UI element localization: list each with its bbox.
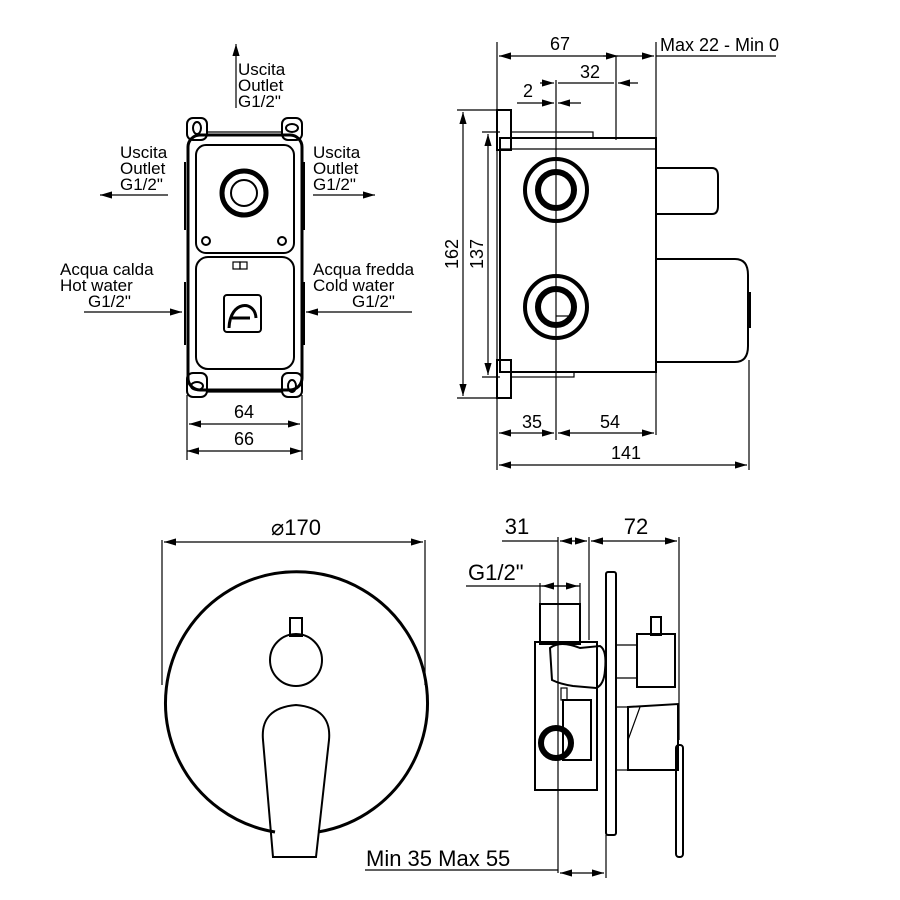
body-outline — [186, 133, 304, 392]
cartridge-housing — [656, 258, 749, 363]
hot-water-label-2: Hot water — [60, 276, 133, 295]
cold-water-label-1: Acqua fredda — [313, 260, 415, 279]
diverter-cartridge — [548, 643, 607, 690]
outlet-fitting — [539, 603, 581, 645]
side-view: 67 Max 22 - Min 0 32 2 16 — [442, 34, 779, 470]
dim-66: 66 — [234, 429, 254, 449]
valve-body-side — [499, 137, 657, 373]
mount-slot — [287, 379, 297, 393]
cover-plate-profile — [605, 571, 617, 836]
dim-thread-g12: G1/2" — [468, 560, 524, 585]
screw-hole — [277, 236, 287, 246]
dim-54: 54 — [600, 412, 620, 432]
dim-35: 35 — [522, 412, 542, 432]
dim-67: 67 — [550, 34, 570, 54]
dim-31: 31 — [505, 514, 529, 539]
mount-ear — [186, 117, 208, 141]
mount-slot — [285, 123, 299, 133]
dim-72: 72 — [624, 514, 648, 539]
hot-water-label-1: Acqua calda — [60, 260, 154, 279]
dim-141: 141 — [611, 443, 641, 463]
cold-water-label-2: Cold water — [313, 276, 395, 295]
plate-view: ⌀170 — [161, 515, 429, 858]
diverter-knob-profile — [636, 633, 676, 688]
dim-162: 162 — [442, 239, 462, 269]
right-outlet-label-3: G1/2" — [313, 175, 356, 194]
hot-water-label-3: G1/2" — [88, 292, 131, 311]
cover-plate — [164, 570, 429, 834]
mount-ear — [281, 372, 303, 398]
upper-panel — [195, 144, 295, 254]
outlet-port-inner — [230, 179, 258, 207]
outlet-port-outer — [219, 168, 269, 218]
mount-slot — [190, 381, 204, 391]
diverter-knob — [269, 633, 323, 687]
lower-panel — [195, 256, 295, 370]
right-outlet-label-1: Uscita — [313, 143, 361, 162]
mount-ear — [186, 372, 208, 398]
bracket-top — [496, 109, 512, 151]
screw-hole — [201, 236, 211, 246]
top-outlet-label-3: G1/2" — [238, 92, 281, 111]
brand-logo-box — [223, 294, 262, 333]
left-outlet-label-3: G1/2" — [120, 175, 163, 194]
lever-handle-profile — [675, 744, 684, 858]
top-outlet-label-2: Outlet — [238, 76, 284, 95]
dim-2: 2 — [523, 81, 533, 101]
dim-max-min-range: Max 22 - Min 0 — [660, 35, 779, 55]
dim-137: 137 — [467, 239, 487, 269]
inlet-port-side — [523, 274, 589, 340]
diverter-spindle — [656, 167, 719, 215]
profile-view: 31 72 G1/2" Min 35 Max 55 — [365, 514, 684, 878]
outlet-port-side — [523, 157, 589, 223]
inlet-port-profile — [538, 725, 574, 761]
dim-32: 32 — [580, 62, 600, 82]
right-outlet-label-2: Outlet — [313, 159, 359, 178]
left-outlet-label-2: Outlet — [120, 159, 166, 178]
dim-depth-range: Min 35 Max 55 — [366, 846, 510, 871]
valve-body-profile — [534, 641, 598, 791]
valve-body-front — [184, 117, 305, 398]
diverter-tab — [289, 617, 303, 637]
front-view: Uscita Outlet G1/2" Uscita Outlet G1/2" … — [60, 44, 415, 460]
cold-water-label-3: G1/2" — [352, 292, 395, 311]
bracket-bottom — [496, 359, 512, 399]
brand-logo-icon — [227, 304, 258, 329]
dim-64: 64 — [234, 402, 254, 422]
mixer-lever — [261, 703, 331, 858]
left-outlet-label-1: Uscita — [120, 143, 168, 162]
lever-body-profile — [627, 702, 679, 771]
mount-ear — [281, 117, 303, 141]
top-outlet-label-1: Uscita — [238, 60, 286, 79]
dim-diameter-170: ⌀170 — [271, 515, 321, 540]
mount-slot — [192, 121, 202, 135]
